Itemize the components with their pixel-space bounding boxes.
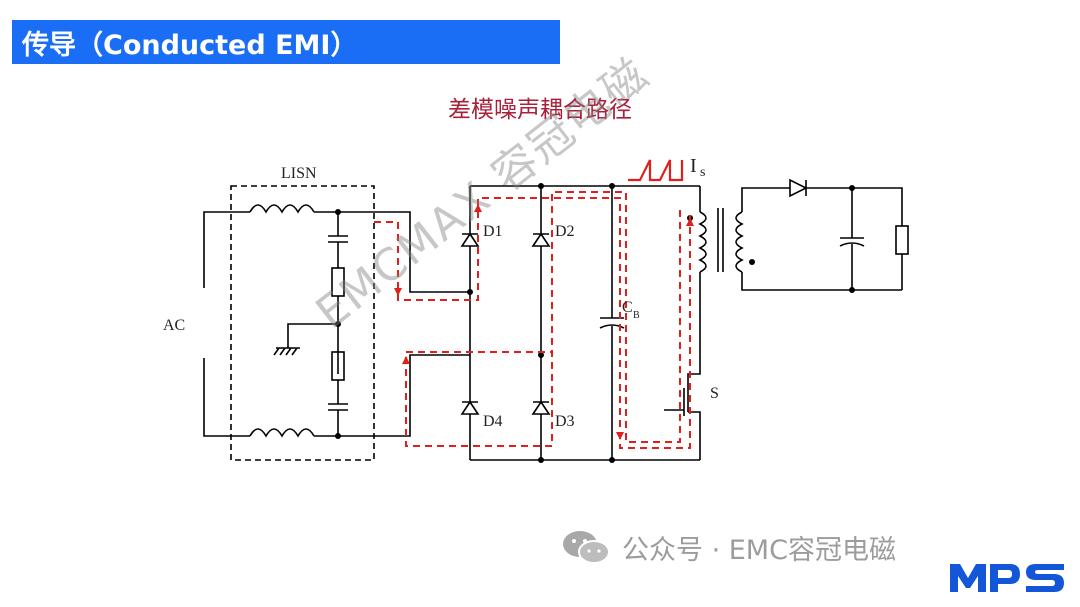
arrow-icon (686, 218, 694, 226)
arrow-icon (474, 204, 482, 212)
node-dot (467, 289, 473, 295)
node-dot (849, 185, 855, 191)
ground-symbol (273, 323, 338, 356)
lisn-inductor-bottom (249, 428, 315, 438)
diagram-title: 差模噪声耦合路径 (448, 97, 632, 123)
current-waveform (628, 159, 684, 182)
lisn-cap-bottom (328, 403, 348, 411)
lisn-box (230, 185, 375, 461)
switch-label: S (710, 385, 719, 402)
wechat-icon (563, 531, 610, 564)
ac-line-bottom (203, 358, 250, 437)
footer-text: 公众号 · EMC容冠电磁 (622, 534, 896, 566)
node-dot (609, 183, 615, 189)
footer: 公众号 · EMC容冠电磁 (560, 527, 896, 567)
diode-output (789, 178, 808, 198)
noise-path (374, 197, 691, 449)
node-dot (538, 457, 544, 463)
lisn-inductor-top (249, 204, 315, 214)
d1-label: D1 (483, 223, 503, 240)
cb-subscript: B (633, 310, 640, 321)
arrow-icon (402, 356, 410, 364)
d2-label: D2 (555, 223, 575, 240)
lisn-label: LISN (281, 165, 317, 182)
cb-label: C (622, 299, 633, 316)
node-dot (849, 287, 855, 293)
lisn-cap-top (328, 235, 348, 243)
node-dot (609, 457, 615, 463)
is-subscript: s (700, 165, 705, 180)
switch-s (664, 388, 701, 460)
transformer-primary (698, 211, 707, 273)
diode-d3 (531, 400, 551, 415)
diode-d4 (460, 400, 480, 415)
node-dot (335, 209, 341, 215)
is-label: I (690, 155, 697, 177)
d3-label: D3 (555, 413, 575, 430)
mps-logo (950, 564, 1064, 592)
ac-label: AC (163, 317, 185, 334)
polarity-dot (749, 259, 755, 265)
node-dot (538, 183, 544, 189)
diode-d1 (460, 232, 480, 247)
diode-d2 (531, 232, 551, 247)
page-title: 传导（Conducted EMI） (12, 20, 560, 64)
ac-line-top (203, 211, 250, 288)
transformer-secondary (735, 211, 744, 273)
arrow-icon (394, 288, 402, 296)
node-dot (538, 352, 544, 358)
arrow-icon (616, 432, 624, 440)
noise-path-return (405, 191, 681, 447)
load-resistor (895, 225, 909, 255)
output-capacitor (839, 237, 865, 247)
d4-label: D4 (483, 413, 503, 430)
node-dot (335, 321, 341, 327)
node-dot (335, 433, 341, 439)
